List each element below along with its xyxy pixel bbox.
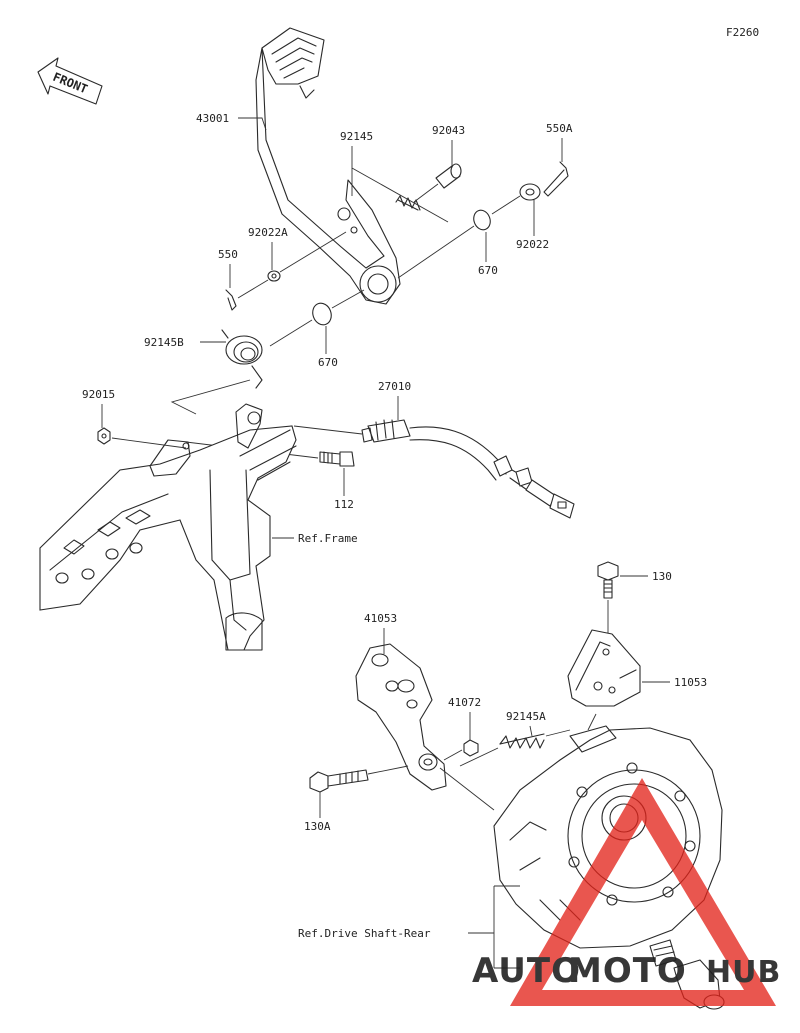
label-41053: 41053 [364,612,397,625]
cotter-pin-550A [543,161,569,197]
pin-92043 [435,163,462,189]
label-41072: 41072 [448,696,481,709]
washer-92022 [519,183,541,201]
washer-92022A [267,270,281,282]
label-ref-frame: Ref.Frame [298,532,358,545]
label-670b: 670 [318,356,338,369]
label-92043: 92043 [432,124,465,137]
bolt-130A [309,769,369,793]
label-92145: 92145 [340,130,373,143]
label-130: 130 [652,570,672,583]
watermark-logo: AUTO MOTO HUB [472,778,781,1006]
cam-lever-41053 [355,643,447,791]
diagram-code: F2260 [726,26,759,39]
spring-92145 [395,195,421,211]
o-ring-670-bottom [312,302,332,326]
label-550: 550 [218,248,238,261]
bolt-112 [319,451,355,467]
cotter-pin-550 [225,289,237,311]
watermark-text-auto: AUTO [472,951,581,991]
label-112: 112 [334,498,354,511]
label-92015: 92015 [82,388,115,401]
label-ref-drive-shaft-rear: Ref.Drive Shaft-Rear [298,927,431,940]
label-130A: 130A [304,820,331,833]
label-92022: 92022 [516,238,549,251]
label-670a: 670 [478,264,498,277]
label-27010: 27010 [378,380,411,393]
spring-92145B [221,329,263,389]
label-92022A: 92022A [248,226,288,239]
frame-reference [39,403,297,651]
label-11053: 11053 [674,676,707,689]
watermark-triangle-icon [510,778,776,1006]
label-550A: 550A [546,122,573,135]
label-92145A: 92145A [506,710,546,723]
brake-switch-27010 [361,419,575,519]
label-43001: 43001 [196,112,229,125]
label-92145B: 92145B [144,336,184,349]
front-arrow-icon: FRONT [37,57,103,105]
bolt-130 [597,561,619,599]
brake-pedal-43001 [255,27,401,305]
watermark-text-hub: HUB [706,955,781,990]
spring-92145A [499,733,545,749]
o-ring-670-top [473,209,491,231]
nut-41072 [463,739,479,757]
watermark-text-moto: MOTO [568,951,687,991]
nut-92015 [97,427,111,445]
bracket-11053 [567,629,641,707]
